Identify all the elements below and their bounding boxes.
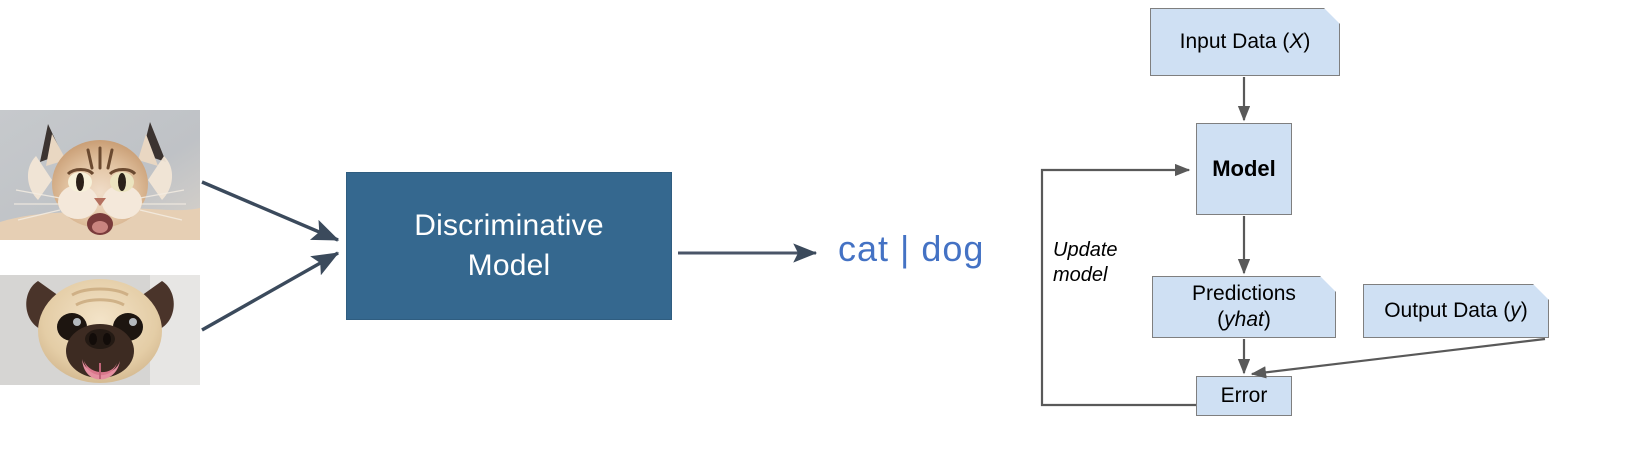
box-input-data-label: Input Data (X)	[1179, 30, 1311, 54]
output-class-label: cat | dog	[838, 228, 985, 269]
arrow-output-to-error	[1250, 337, 1546, 379]
box-predictions-label: Predictions (yhat)	[1152, 281, 1336, 332]
box-error: Error	[1196, 376, 1292, 416]
update-model-line1: Update	[1053, 239, 1118, 261]
box-input-data: Input Data (X)	[1150, 8, 1340, 76]
box-error-label: Error	[1220, 384, 1268, 408]
box-model: Model	[1196, 123, 1292, 215]
discriminative-model-line2: Model	[467, 249, 551, 282]
box-output-data-label: Output Data (y)	[1384, 299, 1528, 323]
box-output-data: Output Data (y)	[1363, 284, 1549, 338]
arrow-dog-to-model	[201, 251, 340, 332]
box-model-label: Model	[1212, 155, 1276, 181]
box-input-data-background	[1150, 8, 1340, 76]
box-predictions-line1: Predictions	[1192, 282, 1296, 306]
discriminative-model-box: Discriminative Model	[346, 172, 672, 320]
arrow-cat-to-model	[201, 180, 340, 242]
cat-photo	[0, 110, 200, 240]
box-predictions-line2: (yhat)	[1217, 308, 1271, 331]
update-model-line2: model	[1053, 264, 1108, 286]
discriminative-model-line1: Discriminative	[414, 208, 604, 242]
update-model-label: Update model	[1053, 238, 1118, 288]
box-output-data-background	[1363, 284, 1549, 338]
dog-photo	[0, 275, 200, 385]
box-predictions: Predictions (yhat)	[1152, 276, 1336, 338]
